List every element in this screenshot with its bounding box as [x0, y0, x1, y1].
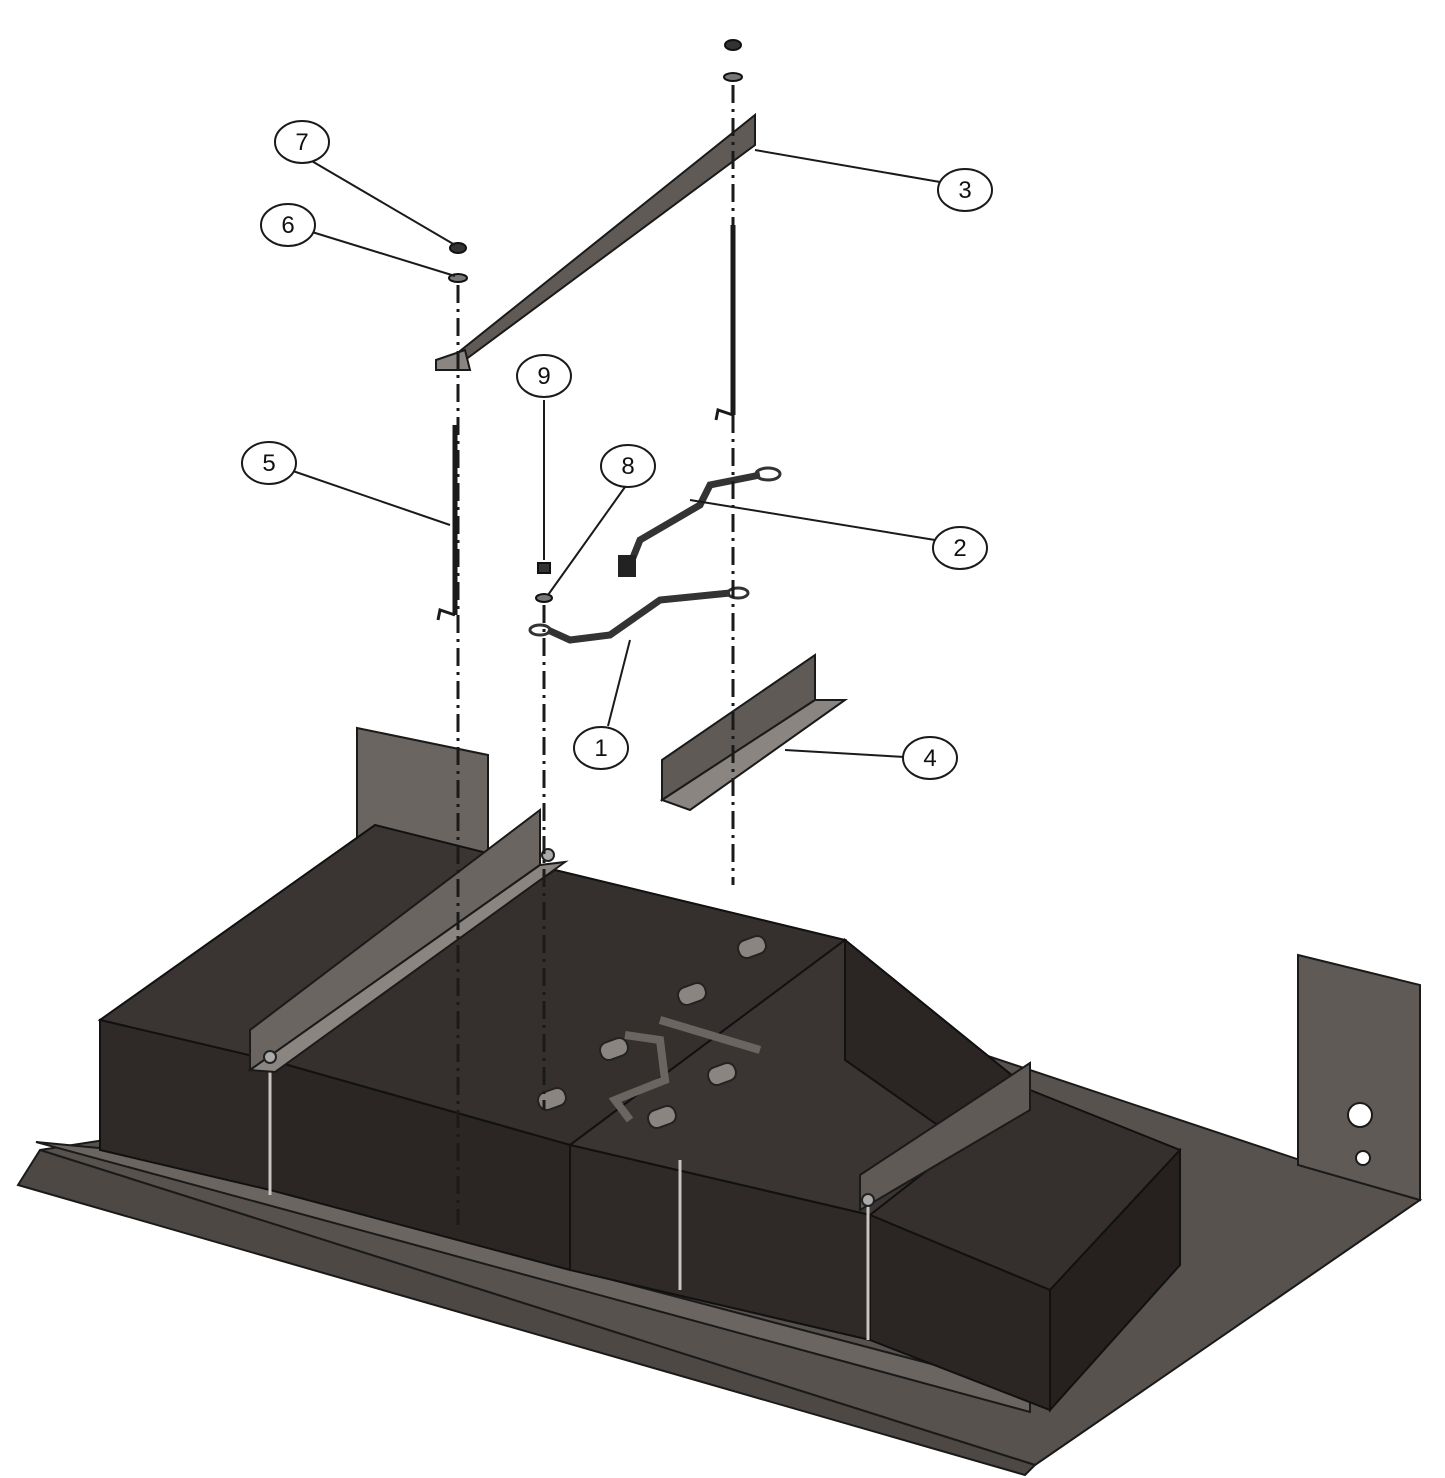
- part-3-hold-down-bracket: [435, 112, 756, 371]
- callout-5: 5: [241, 441, 297, 485]
- callout-9-label: 9: [537, 363, 550, 390]
- leader-lines: [289, 149, 941, 758]
- callout-4-label: 4: [923, 745, 936, 772]
- installed-bracket-right-vertical: [859, 1061, 1031, 1212]
- j-bolt-right: [714, 225, 736, 421]
- callout-2-label: 2: [953, 535, 966, 562]
- callout-2: 2: [932, 526, 988, 570]
- part-9-screw: [537, 562, 551, 574]
- installed-hold-down-brackets: [247, 807, 1031, 1212]
- callout-4: 4: [902, 736, 958, 780]
- tray-hole-small: [1355, 1150, 1371, 1166]
- callout-8-label: 8: [621, 453, 634, 480]
- assembly-centerlines: [456, 85, 735, 1225]
- callout-9: 9: [516, 354, 572, 398]
- fasteners: [448, 39, 743, 603]
- part-8-washer: [535, 593, 553, 603]
- battery-right-side: [1049, 1147, 1181, 1413]
- installed-bracket-left-flange: [247, 860, 569, 1074]
- callouts: 1 2 3 4 5 6 7 8: [241, 120, 993, 780]
- part-5-j-bolt: [436, 425, 458, 621]
- tray-hole-large: [1347, 1102, 1373, 1128]
- callout-5-label: 5: [262, 450, 275, 477]
- part-1-battery-cable: [528, 586, 750, 644]
- callout-1: 1: [573, 726, 629, 770]
- part-2-battery-cable: [618, 466, 782, 577]
- callout-7-label: 7: [295, 129, 308, 156]
- callout-6-label: 6: [281, 212, 294, 239]
- tray-front-lip: [16, 1148, 1037, 1477]
- callout-7: 7: [274, 120, 330, 164]
- callout-8: 8: [600, 444, 656, 488]
- callout-3: 3: [937, 168, 993, 212]
- battery-terminals: [537, 935, 767, 1129]
- tie-rods: [268, 1065, 870, 1340]
- top-nut: [724, 39, 742, 51]
- callout-3-label: 3: [958, 177, 971, 204]
- callout-1-label: 1: [594, 735, 607, 762]
- battery-jumper-cable-2: [658, 1016, 762, 1054]
- callout-6: 6: [260, 203, 316, 247]
- tray-right-upright: [1297, 953, 1421, 1202]
- part-4-angle-bracket: [659, 653, 849, 812]
- battery-jumper-cable: [608, 1031, 670, 1123]
- top-washer: [723, 72, 743, 82]
